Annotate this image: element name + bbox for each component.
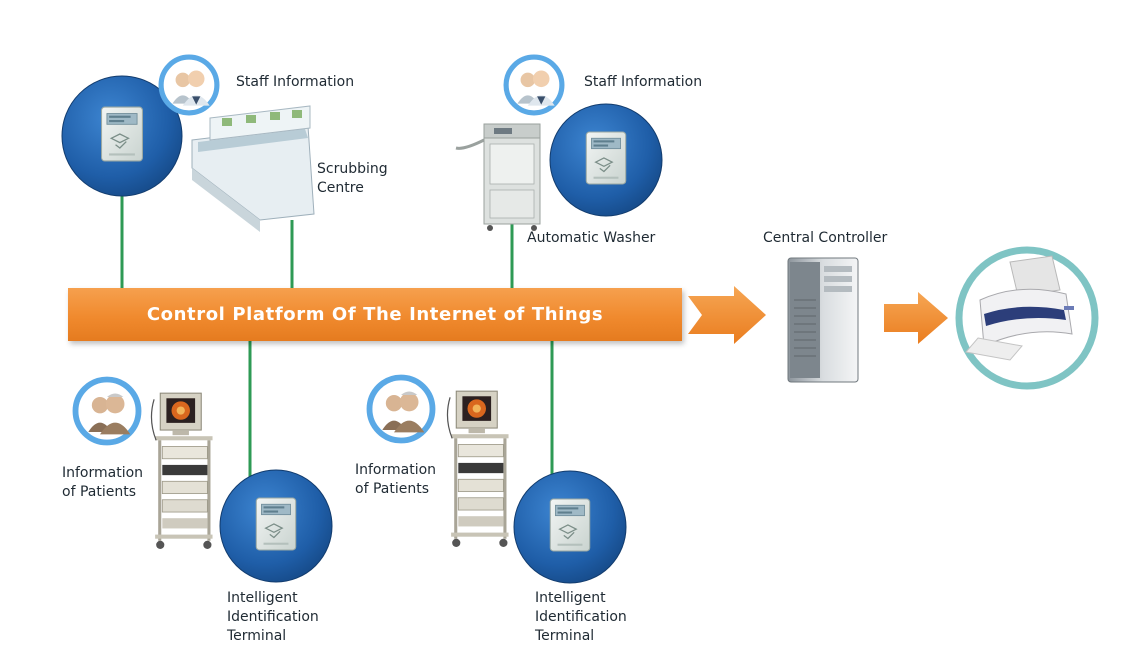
iot-control-platform-bar: Control Platform Of The Internet of Thin… [68,288,682,341]
staff-information-label: Staff Information [584,74,703,90]
label-line: Terminal [535,628,595,644]
central-controller-label: Central Controller [763,230,888,246]
label-line: Identification [227,609,319,625]
label-line: Intelligent [535,590,606,606]
label-line: Identification [535,609,627,625]
arrow-to-controller-icon [688,286,766,344]
label-line: of Patients [355,481,429,497]
label-line: Information [355,462,437,478]
platform-title: Control Platform Of The Internet of Thin… [146,304,604,325]
scrubbing-centre-image [191,105,315,232]
label-line: Centre [317,180,364,196]
staff-information-label: Staff Information [236,74,355,90]
label-line: Intelligent [227,590,298,606]
automatic-washer-image [455,123,541,231]
arrow-to-printer-icon [884,292,948,344]
connector-lines [120,190,554,478]
scrubbing-centre-label: Scrubbing Centre [317,160,388,198]
label-line: Scrubbing [317,161,388,177]
patients-information-label: Information of Patients [62,464,143,502]
automatic-washer-label: Automatic Washer [527,230,656,246]
terminal-circle-bottom-right [513,470,627,584]
terminal-circle-top-right [549,103,663,217]
patients-avatar-icon [76,380,139,443]
endoscope-cart-image [446,390,510,548]
intelligent-identification-terminal-label: Intelligent Identification Terminal [535,589,627,646]
label-line: Information [62,465,144,481]
label-line: Terminal [227,628,287,644]
intelligent-identification-terminal-label: Intelligent Identification Terminal [227,589,319,646]
patients-avatar-icon [370,378,433,441]
terminal-circle-top-left [61,75,183,197]
staff-avatar-icon [506,57,562,113]
terminal-circle-bottom-left [219,469,333,583]
central-controller-server-image [787,257,859,383]
staff-avatar-icon [161,57,217,113]
label-line: of Patients [62,484,136,500]
printer-circle [955,246,1099,390]
endoscope-cart-image [150,392,214,550]
patients-information-label: Information of Patients [355,461,436,499]
